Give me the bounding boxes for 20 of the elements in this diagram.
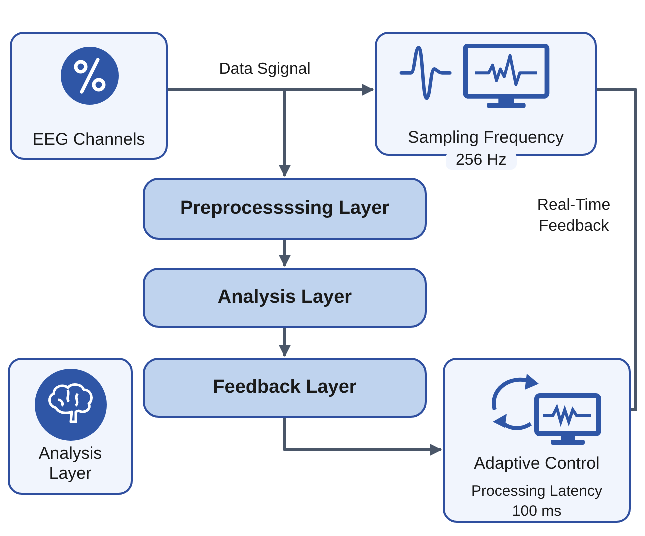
layer-box [143, 268, 427, 328]
control-box [443, 358, 631, 523]
node-title: Feedback Layer [213, 377, 357, 399]
node-title: Adaptive Control [473, 454, 601, 474]
arrow [279, 328, 291, 358]
node-title: Analysis Layer [38, 444, 104, 484]
arrow [279, 240, 291, 268]
arrow [284, 418, 442, 456]
node-title: Analysis Layer [218, 287, 352, 309]
node-title: EEG Channels [32, 130, 146, 150]
node-detail: Processing Latency 100 ms [470, 482, 604, 521]
node-title: Sampling Frequency [407, 128, 565, 148]
node-caption: 256 Hz [446, 152, 517, 170]
brain-box [8, 358, 133, 495]
connector-line [597, 88, 638, 412]
node-title: Preprocessssing Layer [180, 198, 390, 220]
layer-box [143, 358, 427, 418]
arrow [168, 88, 291, 178]
source-box [10, 32, 168, 160]
layer-box [143, 178, 427, 240]
